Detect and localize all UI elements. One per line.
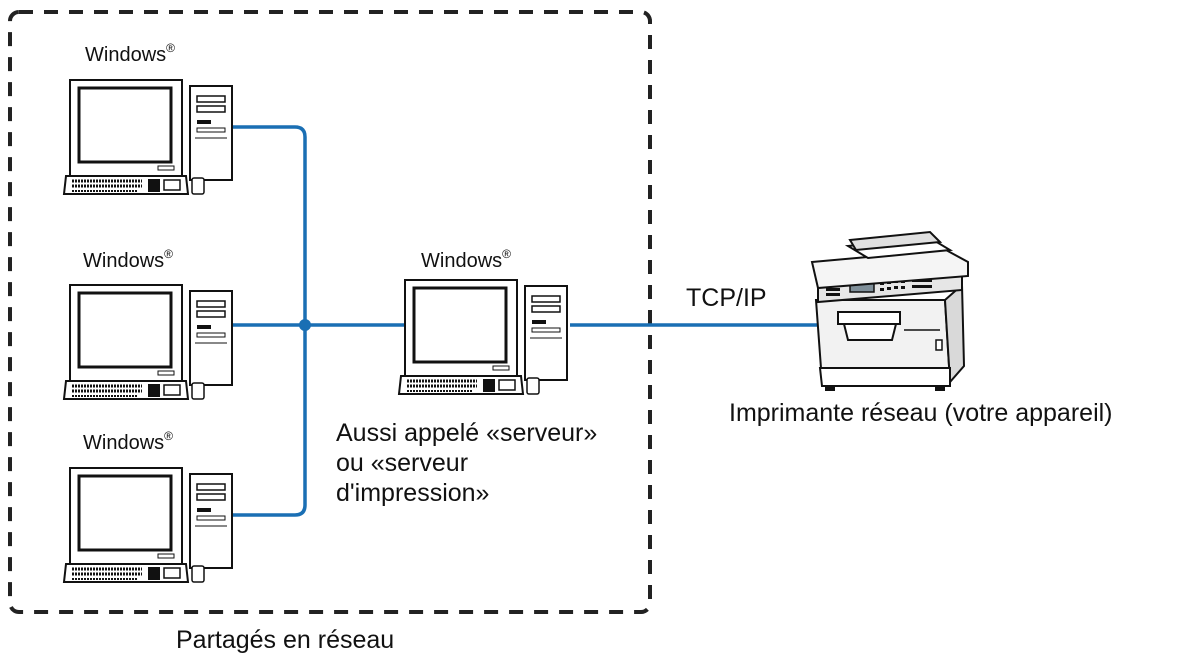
registered-mark: ® bbox=[164, 429, 173, 443]
printer-label: Imprimante réseau (votre appareil) bbox=[729, 399, 1113, 427]
protocol-label: TCP/IP bbox=[686, 284, 767, 312]
client-2-os-name: Windows bbox=[83, 250, 165, 272]
network-junction bbox=[299, 319, 311, 331]
printer-icon bbox=[810, 230, 969, 391]
server-description-line-3: d'impression» bbox=[336, 479, 490, 507]
client-3-os-name: Windows bbox=[83, 432, 165, 454]
client-1-os-name: Windows bbox=[85, 44, 167, 66]
shared-network-label: Partagés en réseau bbox=[176, 626, 395, 654]
registered-mark: ® bbox=[502, 247, 511, 261]
client-3-os-label: Windows® bbox=[83, 429, 173, 454]
client-1-os-label: Windows® bbox=[85, 41, 175, 66]
server-description-line-2: ou «serveur bbox=[336, 449, 469, 477]
server-os-label: Windows® bbox=[421, 247, 511, 272]
client-computer-2-icon bbox=[62, 283, 234, 401]
server-computer-icon bbox=[397, 278, 569, 396]
server-description: Aussi appelé «serveur» ou «serveur d'imp… bbox=[336, 418, 646, 508]
registered-mark: ® bbox=[164, 247, 173, 261]
client-computer-1-icon bbox=[62, 78, 234, 196]
shared-network-border bbox=[8, 10, 652, 614]
client-computer-3-icon bbox=[62, 466, 234, 584]
client-2-os-label: Windows® bbox=[83, 247, 173, 272]
server-description-line-1: Aussi appelé «serveur» bbox=[336, 419, 598, 447]
registered-mark: ® bbox=[166, 41, 175, 55]
server-os-name: Windows bbox=[421, 250, 503, 272]
